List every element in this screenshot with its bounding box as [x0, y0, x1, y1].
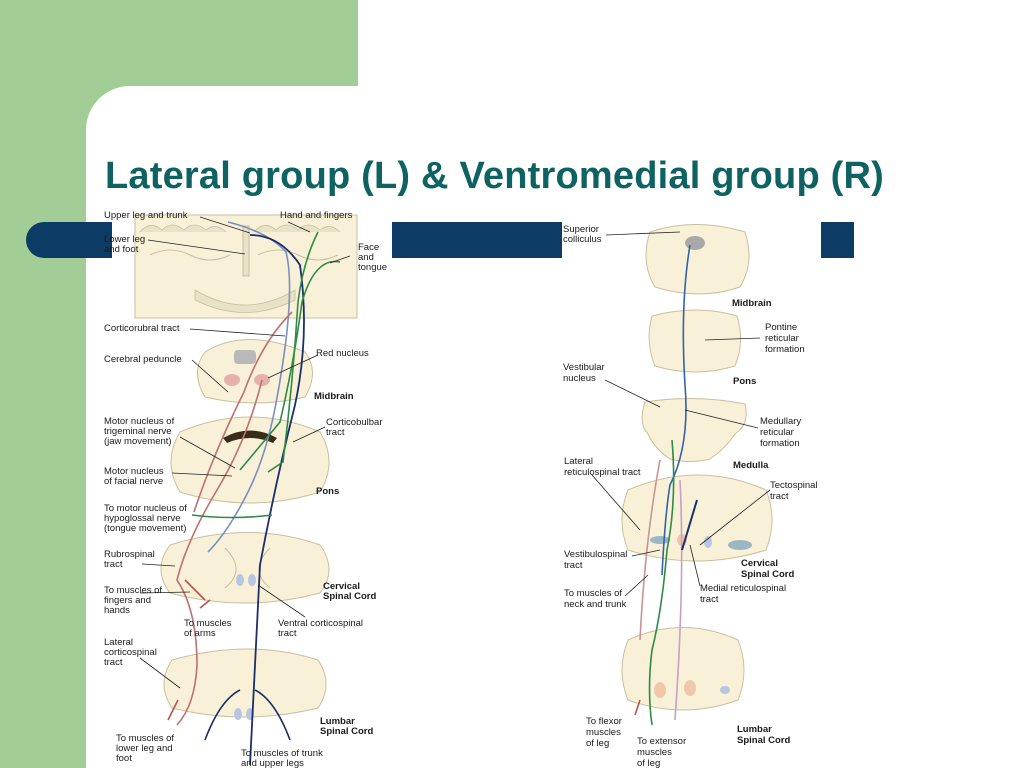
- label-flexor-line3: of leg: [586, 738, 609, 749]
- label-cervical-line1: Cervical: [323, 581, 360, 592]
- decorative-bar-middle: [392, 222, 562, 258]
- label-extensor-line2: muscles: [637, 747, 672, 758]
- label-lateral-cs-line2: corticospinal: [104, 647, 157, 658]
- label-cervical-line2: Spinal Cord: [323, 591, 377, 602]
- label-face-line1: Face: [358, 242, 379, 253]
- label-extensor-line1: To extensor: [637, 736, 686, 747]
- label-trigeminal-line1: Motor nucleus of: [104, 416, 175, 427]
- label-midbrain: Midbrain: [314, 391, 354, 402]
- label-lateral-rs-line2: reticulospinal tract: [564, 467, 641, 478]
- label-hypoglossal-line2: hypoglossal nerve: [104, 513, 181, 524]
- label-fingers-line2: fingers and: [104, 595, 151, 606]
- slide-title: Lateral group (L) & Ventromedial group (…: [105, 155, 884, 197]
- left-diagram-lateral-group: Upper leg and trunk Hand and fingers Low…: [104, 210, 387, 768]
- label-vestibulospinal-line2: tract: [564, 560, 583, 571]
- label-flexor-line1: To flexor: [586, 716, 622, 727]
- label-fingers-line1: To muscles of: [104, 585, 162, 596]
- right-tracts: [634, 244, 698, 726]
- label-pontine-line2: reticular: [765, 333, 799, 344]
- label-trigeminal-line3: (jaw movement): [104, 436, 172, 447]
- left-leader-lines: [139, 216, 351, 689]
- label-fingers-line3: hands: [104, 605, 130, 616]
- left-labels: Upper leg and trunk Hand and fingers Low…: [104, 210, 387, 768]
- label-neck-trunk-line2: neck and trunk: [564, 599, 627, 610]
- label-trunk-muscles-line2: and upper legs: [241, 758, 304, 768]
- label-hand-fingers: Hand and fingers: [280, 210, 353, 221]
- label-extensor-line3: of leg: [637, 758, 660, 768]
- right-diagram-ventromedial-group: Superior colliculus Midbrain Pontine ret…: [563, 224, 818, 768]
- cervical-cord-section: [160, 532, 330, 604]
- label-pontine-line1: Pontine: [765, 322, 797, 333]
- label-lateral-cs-line3: tract: [104, 657, 123, 668]
- label-facial-line2: of facial nerve: [104, 476, 163, 487]
- label-medullary-line3: formation: [760, 438, 800, 449]
- decorative-bar-right: [821, 222, 854, 258]
- label-pontine-line3: formation: [765, 344, 805, 355]
- label-corticorubral: Corticorubral tract: [104, 323, 180, 334]
- label-medullary-line2: reticular: [760, 427, 794, 438]
- label-medial-rs-line1: Medial reticulospinal: [700, 583, 786, 594]
- label-tectospinal-line2: tract: [770, 491, 789, 502]
- label-lower-leg-muscles-line3: foot: [116, 753, 132, 764]
- right-labels: Superior colliculus Midbrain Pontine ret…: [563, 224, 818, 768]
- right-cervical-section: [621, 474, 773, 562]
- label-arms-line1: To muscles: [184, 618, 232, 629]
- label-upper-leg-trunk: Upper leg and trunk: [104, 210, 188, 221]
- label-medullary-line1: Medullary: [760, 416, 801, 427]
- label-ventral-cs-line2: tract: [278, 628, 297, 639]
- label-lateral-rs-line1: Lateral: [564, 456, 593, 467]
- label-hypoglossal-line1: To motor nucleus of: [104, 503, 187, 514]
- left-tracts: [167, 221, 341, 766]
- label-pons: Pons: [316, 486, 339, 497]
- label-facial-line1: Motor nucleus: [104, 466, 164, 477]
- label-lower-leg-muscles-line1: To muscles of: [116, 733, 174, 744]
- right-leader-lines: [591, 231, 771, 597]
- label-lower-leg-line1: Lower leg: [104, 234, 145, 245]
- label-lateral-cs-line1: Lateral: [104, 637, 133, 648]
- label-lower-leg-line2: and foot: [104, 244, 139, 255]
- label-red-nucleus: Red nucleus: [316, 348, 369, 359]
- decorative-bar-left: [26, 222, 112, 258]
- label-corticobulbar-line1: Corticobulbar: [326, 417, 383, 428]
- label-lumbar-line2: Spinal Cord: [320, 726, 374, 737]
- label-hypoglossal-line3: (tongue movement): [104, 523, 186, 534]
- label-superior-line1: Superior: [563, 224, 599, 235]
- label-cerebral-peduncle: Cerebral peduncle: [104, 354, 182, 365]
- label-right-lumbar-line1: Lumbar: [737, 724, 772, 735]
- pons-section: [170, 416, 330, 504]
- label-ventral-cs-line1: Ventral corticospinal: [278, 618, 363, 629]
- label-right-cervical-line1: Cervical: [741, 558, 778, 569]
- label-right-pons: Pons: [733, 376, 756, 387]
- label-neck-trunk-line1: To muscles of: [564, 588, 622, 599]
- label-face-line3: tongue: [358, 262, 387, 273]
- label-corticobulbar-line2: tract: [326, 427, 345, 438]
- cortex-section: [134, 214, 358, 319]
- label-right-cervical-line2: Spinal Cord: [741, 569, 795, 580]
- lumbar-cord-section: [163, 648, 327, 720]
- label-medial-rs-line2: tract: [700, 594, 719, 605]
- label-right-midbrain: Midbrain: [732, 298, 772, 309]
- label-rubrospinal-line2: tract: [104, 559, 123, 570]
- label-vestibulospinal-line1: Vestibulospinal: [564, 549, 627, 560]
- right-midbrain-section: [645, 224, 750, 295]
- label-rubrospinal-line1: Rubrospinal: [104, 549, 155, 560]
- label-lumbar-line1: Lumbar: [320, 716, 355, 727]
- label-right-lumbar-line2: Spinal Cord: [737, 735, 791, 746]
- label-superior-line2: colliculus: [563, 234, 602, 245]
- label-trunk-muscles-line1: To muscles of trunk: [241, 748, 323, 759]
- label-arms-line2: of arms: [184, 628, 216, 639]
- label-trigeminal-line2: trigeminal nerve: [104, 426, 172, 437]
- label-right-medulla: Medulla: [733, 460, 769, 471]
- label-vestibular-line1: Vestibular: [563, 362, 605, 373]
- label-tectospinal-line1: Tectospinal: [770, 480, 818, 491]
- right-pons-section: [648, 309, 741, 373]
- right-medulla-section: [641, 397, 747, 462]
- label-flexor-line2: muscles: [586, 727, 621, 738]
- label-vestibular-line2: nucleus: [563, 373, 596, 384]
- label-lower-leg-muscles-line2: lower leg and: [116, 743, 173, 754]
- label-face-line2: and: [358, 252, 374, 263]
